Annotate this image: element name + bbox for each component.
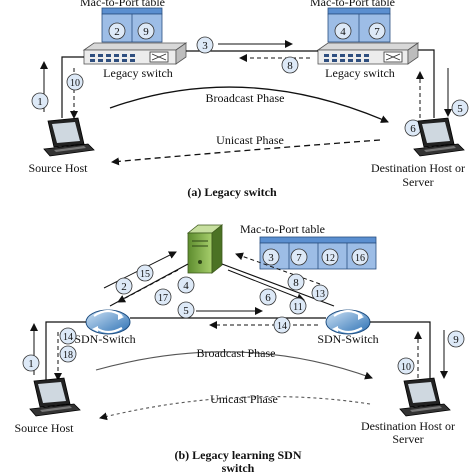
step-badge (115, 277, 133, 295)
step-badge (22, 354, 40, 372)
step-11: 11 (293, 302, 303, 313)
left-table-port-1: 2 (114, 26, 120, 38)
section-sdn-switch: Mac-to-Port table 3 7 12 16 15 2 1 (15, 222, 465, 474)
step-badge (281, 56, 299, 74)
destination-host-label-line1: Destination Host or (371, 161, 465, 175)
step-10: 10 (70, 78, 80, 89)
left-table-label: Mac-to-Port table (80, 0, 165, 9)
right-host-wire (418, 49, 435, 118)
step-badge (177, 301, 195, 319)
left-legacy-switch: Legacy switch (82, 42, 188, 80)
step-badge (447, 330, 465, 348)
step-badge (397, 357, 415, 375)
step-9: 9 (453, 334, 459, 346)
right-mac-table: Mac-to-Port table 4 7 (310, 0, 395, 43)
left-sdn-switch-label: SDN-Switch (74, 332, 135, 346)
source-host-label-b: Source Host (15, 421, 75, 435)
sdn-table-port-4: 16 (355, 253, 365, 264)
step-8: 8 (287, 60, 293, 72)
left-host-wire (61, 56, 84, 118)
left-switch-label: Legacy switch (103, 66, 173, 80)
left-sdn-switch-icon (85, 309, 131, 335)
step-15: 15 (140, 269, 150, 280)
left-table-port-2: 9 (143, 26, 149, 38)
destination-laptop-icon-b (399, 377, 451, 417)
destination-host-label-b-line2: Server (392, 432, 423, 446)
sdn-mac-table: Mac-to-Port table 3 7 12 16 (240, 222, 377, 270)
left-mac-table: Mac-to-Port table 2 9 (80, 0, 165, 43)
section-legacy-switch: Mac-to-Port table 2 9 Mac-to-Port table … (29, 0, 469, 199)
unicast-phase-label-b: Unicast Phase (210, 392, 278, 406)
sdn-table-port-3: 12 (325, 253, 335, 264)
broadcast-phase-arc-b (95, 351, 373, 380)
step-badge (289, 297, 307, 315)
step-6: 6 (410, 123, 416, 135)
step-4: 4 (183, 280, 189, 292)
broadcast-phase-arc (109, 86, 389, 123)
left-host-wire-b (45, 321, 86, 380)
unicast-phase-arc-b (99, 396, 371, 421)
destination-host-label-line2: Server (402, 175, 433, 189)
step-badge (59, 345, 77, 363)
broadcast-phase-label: Broadcast Phase (206, 91, 285, 105)
step-18: 18 (63, 350, 73, 361)
step-6-b: 6 (265, 292, 271, 304)
right-table-port-1: 4 (340, 26, 346, 38)
controller-server-icon (186, 224, 224, 274)
step-2: 2 (121, 281, 127, 293)
step-badge (59, 327, 77, 345)
destination-host-label-b-line1: Destination Host or (361, 419, 455, 433)
step-8-arrow-b (235, 252, 321, 285)
step-17: 17 (158, 293, 168, 304)
unicast-phase-label: Unicast Phase (216, 133, 284, 147)
caption-a: (a) Legacy switch (187, 185, 277, 199)
step-badge (287, 273, 305, 291)
step-6-arrow-b (227, 269, 305, 302)
sdn-table-label: Mac-to-Port table (240, 222, 325, 236)
step-badge (136, 264, 154, 282)
step-badge (31, 92, 49, 110)
destination-laptop-icon (413, 117, 465, 157)
right-sdn-switch-icon (325, 309, 371, 335)
source-host-label: Source Host (29, 161, 89, 175)
step-badge (311, 284, 329, 302)
step-5: 5 (457, 103, 463, 115)
step-14-b: 14 (277, 321, 287, 332)
right-sdn-switch-label: SDN-Switch (317, 332, 378, 346)
sdn-table-port-2: 7 (296, 252, 302, 264)
step-badge (451, 99, 469, 117)
step-badge (66, 73, 84, 91)
source-laptop-icon (43, 117, 95, 157)
step-badge (154, 288, 172, 306)
step-5-b: 5 (183, 305, 189, 317)
step-badge (196, 36, 214, 54)
step-3: 3 (202, 40, 208, 52)
right-legacy-switch: Legacy switch (316, 42, 420, 80)
sdn-table-port-1: 3 (268, 252, 274, 264)
step-14-left: 14 (63, 332, 73, 343)
step-badge (273, 316, 291, 334)
right-switch-label: Legacy switch (325, 66, 395, 80)
step-1-b: 1 (28, 358, 34, 370)
caption-b-line2: switch (222, 461, 255, 474)
step-17-arrow (117, 269, 179, 303)
step-13: 13 (315, 289, 325, 300)
step-10-b: 10 (401, 362, 411, 373)
caption-b-line1: (b) Legacy learning SDN (175, 448, 302, 462)
right-table-port-2: 7 (374, 26, 380, 38)
right-host-wire-b (370, 321, 431, 378)
unicast-phase-arc (111, 139, 381, 166)
step-badge (177, 276, 195, 294)
source-laptop-icon-b (29, 377, 81, 417)
step-1: 1 (37, 96, 43, 108)
step-8-b: 8 (293, 277, 299, 289)
broadcast-phase-label-b: Broadcast Phase (197, 346, 276, 360)
right-table-label: Mac-to-Port table (310, 0, 395, 9)
step-badge (259, 288, 277, 306)
